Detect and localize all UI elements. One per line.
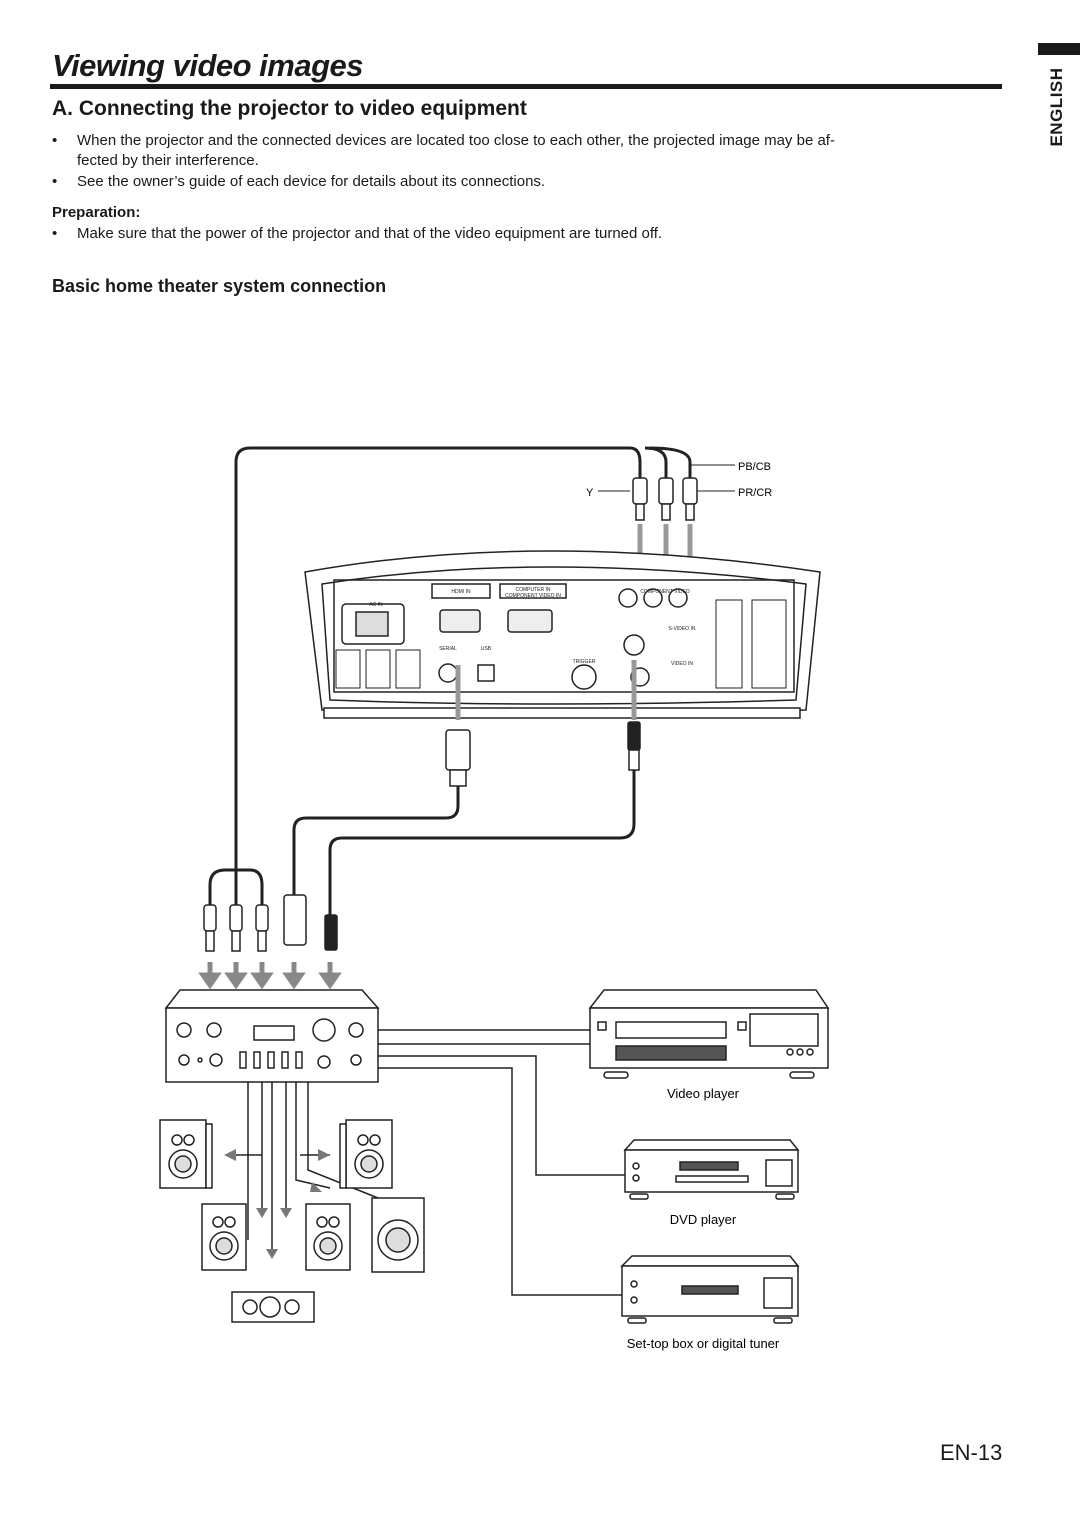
source-cables: [378, 1029, 625, 1296]
label-pr: PR/CR: [738, 487, 772, 499]
av-receiver: [164, 989, 380, 1083]
bullet-text: Make sure that the power of the projecto…: [77, 225, 663, 242]
bullet-item: • Make sure that the power of the projec…: [52, 224, 1002, 244]
set-top-box: [620, 1255, 800, 1324]
set-top-box-label: Set-top box or digital tuner: [627, 1336, 780, 1351]
label-pb: PB/CB: [738, 461, 771, 473]
subwoofer: [371, 1197, 425, 1273]
bullet-text: See the owner’s guide of each device for…: [77, 173, 546, 190]
dvd-player-label: DVD player: [670, 1212, 737, 1227]
label-y: Y: [586, 487, 594, 499]
page-title: Viewing video images: [52, 48, 364, 83]
port-component-video: COMPONENT VIDEO: [640, 589, 689, 595]
subsection-heading: Basic home theater system connection: [52, 276, 387, 296]
section-heading: A. Connecting the projector to video equ…: [52, 97, 527, 120]
insert-arrows-receiver: [198, 962, 342, 990]
language-tab-bar: [1038, 43, 1080, 55]
speaker-center: [231, 1291, 315, 1323]
title-rule: [50, 84, 1002, 89]
speaker-surround-left: [201, 1203, 247, 1271]
video-player-label: Video player: [667, 1086, 740, 1101]
speaker-surround-right: [305, 1203, 351, 1271]
bullet-item: • When the projector and the connected d…: [52, 131, 1002, 171]
bullet-dot: •: [52, 132, 58, 149]
port-usb: USB: [481, 646, 492, 652]
port-video-in: VIDEO IN: [671, 661, 693, 667]
bullet-dot: •: [52, 173, 58, 190]
insert-arrows-bottom: [455, 660, 637, 720]
plugs-projector-side: [445, 721, 641, 787]
cable-label-lines: [598, 464, 735, 492]
bullet-item: • See the owner’s guide of each device f…: [52, 172, 1002, 192]
port-ac-in: AC IN: [369, 602, 383, 608]
projector-rear-panel: [304, 550, 821, 719]
preparation-label: Preparation:: [52, 204, 141, 221]
speaker-front-left: [159, 1119, 213, 1189]
dvd-player: [623, 1139, 800, 1200]
cables: [208, 446, 692, 915]
projector-vents: [335, 599, 787, 689]
port-s-video-in: S-VIDEO IN: [669, 626, 696, 632]
bullet-text: When the projector and the connected dev…: [77, 132, 835, 169]
bullet-dot: •: [52, 225, 58, 242]
plugs-receiver-side: [203, 894, 338, 952]
port-component-video-in: COMPONENT VIDEO IN: [505, 593, 561, 599]
video-player: [588, 989, 830, 1079]
port-serial: SERIAL: [439, 646, 457, 652]
port-trigger: TRIGGER: [573, 659, 596, 665]
port-computer-in: COMPUTER IN: [516, 587, 551, 593]
page-number: EN-13: [940, 1440, 1003, 1465]
port-hdmi-in: HDMI IN: [451, 589, 471, 595]
rca-plugs-top: [632, 477, 698, 521]
speaker-wire-arrows: [224, 1149, 330, 1259]
speaker-front-right: [339, 1119, 393, 1189]
